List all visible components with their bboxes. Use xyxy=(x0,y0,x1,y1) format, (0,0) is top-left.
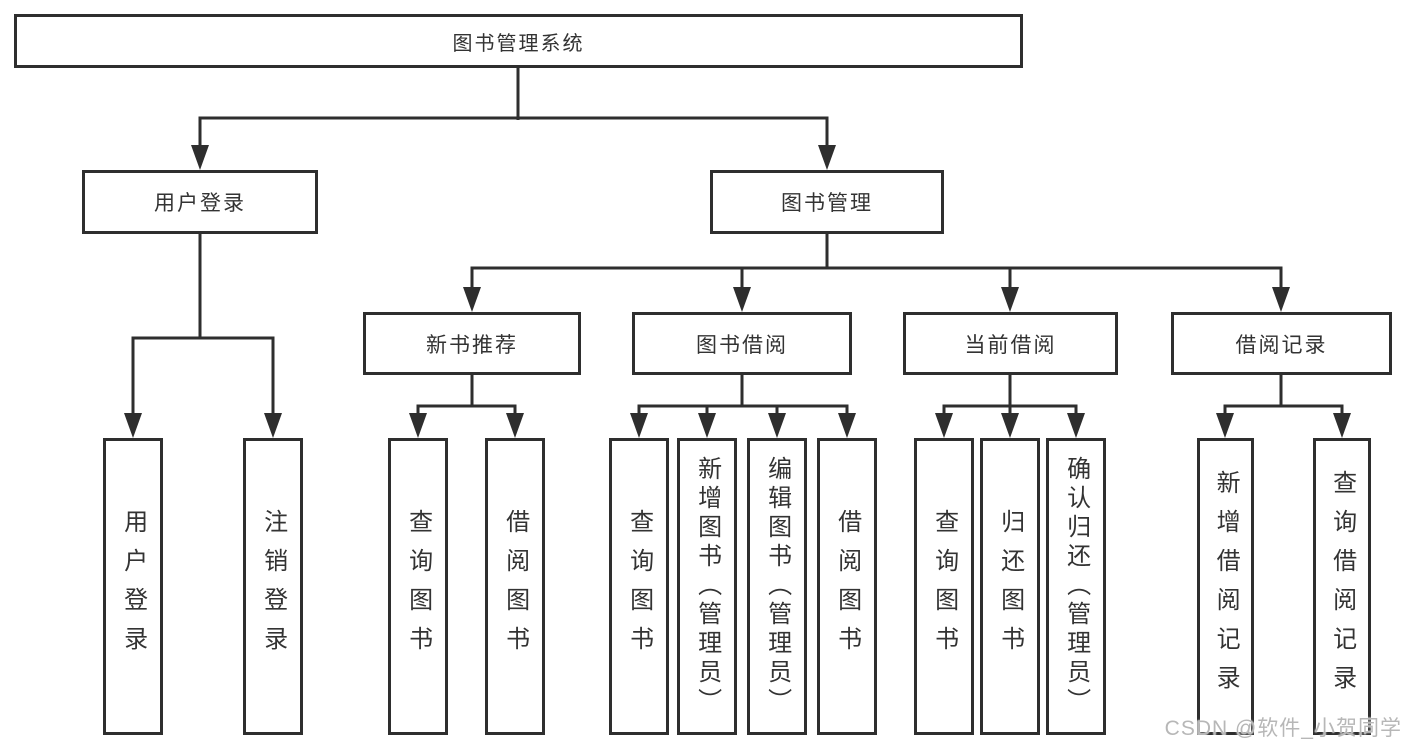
arrow-down-icon xyxy=(1067,413,1085,438)
leaf-confirm-return-admin: 确认归还（管理员） xyxy=(1046,438,1106,735)
node-label: 注销登录 xyxy=(259,508,287,665)
node-label: 用户登录 xyxy=(154,192,246,215)
node-label: 借阅图书 xyxy=(833,508,861,665)
node-label: 借阅记录 xyxy=(1235,333,1328,357)
arrow-down-icon xyxy=(630,413,648,438)
connector-lines xyxy=(131,68,1344,415)
node-book-borrowing: 图书借阅 xyxy=(632,312,852,375)
node-label: 确认归还（管理员） xyxy=(1062,456,1090,717)
leaf-add-borrow-record: 新增借阅记录 xyxy=(1197,438,1254,735)
node-label: 图书借阅 xyxy=(696,333,788,357)
node-borrowing-records: 借阅记录 xyxy=(1171,312,1392,375)
leaf-edit-books-admin: 编辑图书（管理员） xyxy=(747,438,807,735)
node-user-login: 用户登录 xyxy=(82,170,318,234)
arrow-down-icon xyxy=(818,145,836,170)
arrow-down-icon xyxy=(1001,413,1019,438)
watermark-text: CSDN @软件_小贺同学 xyxy=(1164,717,1402,740)
arrow-down-icon xyxy=(1216,413,1234,438)
arrow-down-icon xyxy=(1001,287,1019,312)
arrow-down-icon xyxy=(191,145,209,170)
node-current-borrowing: 当前借阅 xyxy=(903,312,1118,375)
node-label: 查询图书 xyxy=(404,508,432,665)
node-label: 编辑图书（管理员） xyxy=(763,456,791,717)
node-label: 查询借阅记录 xyxy=(1328,469,1356,704)
arrow-down-icon xyxy=(733,287,751,312)
node-label: 归还图书 xyxy=(996,508,1024,665)
arrow-down-icon xyxy=(506,413,524,438)
leaf-return-books: 归还图书 xyxy=(980,438,1040,735)
node-label: 查询图书 xyxy=(930,508,958,665)
arrow-down-icon xyxy=(838,413,856,438)
arrow-down-icon xyxy=(1333,413,1351,438)
leaf-logout: 注销登录 xyxy=(243,438,303,735)
arrow-down-icon xyxy=(1272,287,1290,312)
arrow-down-icon xyxy=(698,413,716,438)
node-label: 新增借阅记录 xyxy=(1212,469,1240,704)
arrow-down-icon xyxy=(463,287,481,312)
node-label: 当前借阅 xyxy=(964,333,1057,357)
node-new-book-recommend: 新书推荐 xyxy=(363,312,581,375)
leaf-borrowing-query-books: 查询图书 xyxy=(609,438,669,735)
leaf-user-login: 用户登录 xyxy=(103,438,163,735)
arrow-down-icon xyxy=(264,413,282,438)
node-label: 新增图书（管理员） xyxy=(693,456,721,717)
arrow-down-icon xyxy=(124,413,142,438)
leaf-recommend-borrow-books: 借阅图书 xyxy=(485,438,545,735)
node-label: 图书管理系统 xyxy=(452,32,585,55)
leaf-recommend-query-books: 查询图书 xyxy=(388,438,448,735)
arrow-down-icon xyxy=(935,413,953,438)
node-label: 用户登录 xyxy=(119,508,147,665)
node-label: 查询图书 xyxy=(625,508,653,665)
arrow-down-icon xyxy=(768,413,786,438)
arrow-down-icons xyxy=(124,145,1351,438)
node-label: 借阅图书 xyxy=(501,508,529,665)
node-label: 图书管理 xyxy=(781,192,873,215)
node-system-root: 图书管理系统 xyxy=(14,14,1023,68)
node-book-management: 图书管理 xyxy=(710,170,944,234)
leaf-query-borrow-record: 查询借阅记录 xyxy=(1313,438,1371,735)
leaf-borrowing-borrow-books: 借阅图书 xyxy=(817,438,877,735)
node-label: 新书推荐 xyxy=(426,333,518,357)
arrow-down-icon xyxy=(409,413,427,438)
leaf-add-books-admin: 新增图书（管理员） xyxy=(677,438,737,735)
leaf-current-query-books: 查询图书 xyxy=(914,438,974,735)
